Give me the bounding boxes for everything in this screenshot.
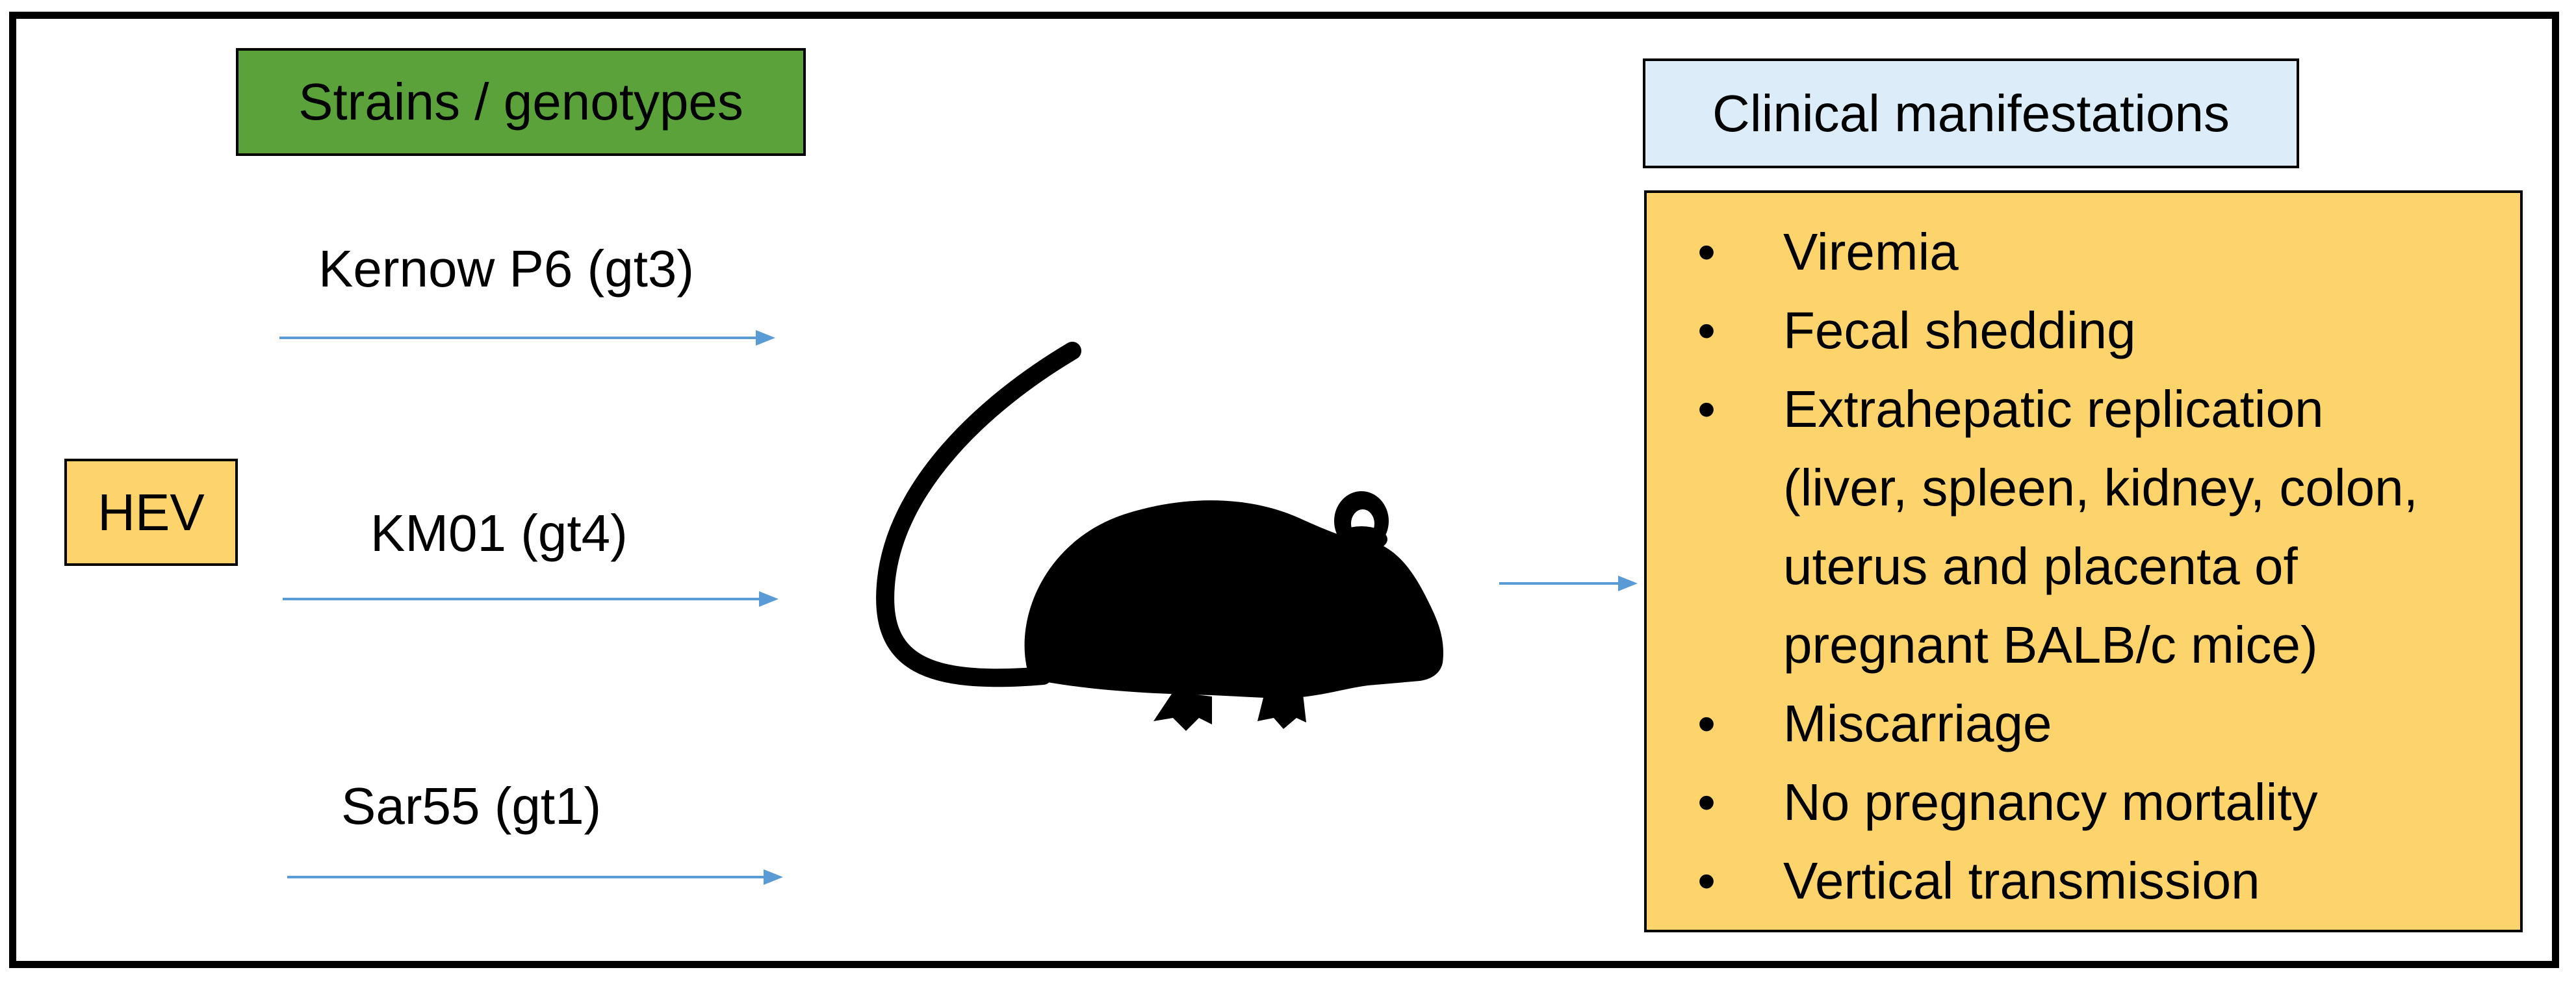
manifestation-item: •Vertical transmission — [1697, 852, 2260, 910]
strain-label-sar55: Sar55 (gt1) — [341, 777, 602, 835]
manifestations-list: •Viremia •Fecal shedding •Extrahepatic r… — [1673, 212, 2494, 920]
clinical-title-box: Clinical manifestations — [1643, 58, 2299, 168]
strain-label-kernow: Kernow P6 (gt3) — [318, 240, 695, 298]
manifestation-item: •Fecal shedding — [1697, 301, 2136, 359]
mouse-silhouette-icon — [876, 342, 1443, 731]
manifestations-box: •Viremia •Fecal shedding •Extrahepatic r… — [1644, 190, 2523, 932]
manifestation-item: •Viremia — [1697, 223, 1959, 281]
manifestation-item-continuation: pregnant BALB/c mice) — [1783, 616, 2318, 674]
manifestation-item: •Extrahepatic replication — [1697, 380, 2324, 438]
arrow-km01-icon — [283, 591, 779, 607]
manifestation-item: •No pregnancy mortality — [1697, 773, 2318, 831]
manifestation-item: •Miscarriage — [1697, 695, 2052, 752]
strain-label-km01: KM01 (gt4) — [370, 504, 628, 562]
strains-title: Strains / genotypes — [298, 73, 743, 131]
diagram-frame — [9, 12, 2559, 968]
hev-box: HEV — [64, 459, 238, 566]
manifestation-item-continuation: uterus and placenta of — [1783, 537, 2298, 595]
arrow-to-manifestations-icon — [1499, 576, 1638, 591]
strains-title-box: Strains / genotypes — [236, 48, 806, 156]
arrow-kernow-icon — [279, 330, 775, 346]
hev-label: HEV — [97, 483, 205, 541]
arrow-sar55-icon — [287, 869, 783, 885]
manifestation-item-continuation: (liver, spleen, kidney, colon, — [1783, 459, 2418, 517]
clinical-title: Clinical manifestations — [1712, 84, 2230, 142]
